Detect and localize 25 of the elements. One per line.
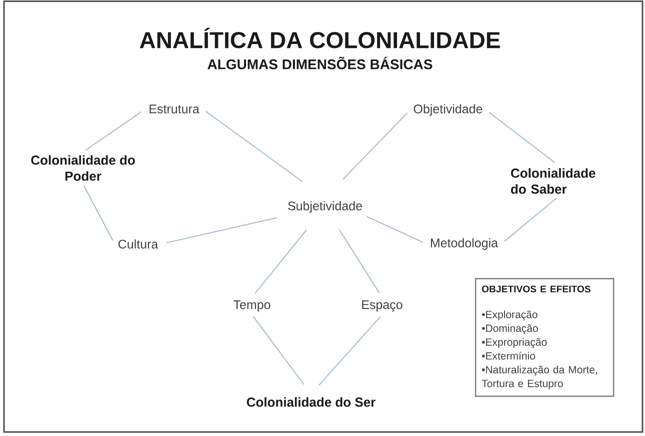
category-label: Colonialidade do Ser xyxy=(246,397,376,407)
connector-line xyxy=(504,198,557,242)
concept-label: Objetividade xyxy=(414,104,482,116)
connector-line xyxy=(252,316,304,385)
connector-line xyxy=(85,111,142,151)
connector-line xyxy=(366,216,424,243)
connector-line xyxy=(488,112,556,164)
subtitle: ALGUMAS DIMENSÕES BÁSICAS xyxy=(208,56,432,70)
connector-line xyxy=(254,230,307,294)
concept-label: Subjetividade xyxy=(288,201,362,213)
connector-line xyxy=(342,112,408,180)
title: ANALÍTICA DA COLONIALIDADE xyxy=(140,28,500,48)
category-label: Colonialidade do Poder xyxy=(31,155,135,181)
info-box: OBJETIVOS E EFEITOS •Exploração •Dominação •Expropriação •Extermínio •Naturalização da Morte, Tortura e Estupro xyxy=(475,278,614,397)
concept-label: Espaço xyxy=(362,300,402,312)
connector-line xyxy=(318,316,382,386)
concept-label: Estrutura xyxy=(150,104,200,114)
concept-label: Metodologia xyxy=(430,238,498,250)
concept-label: Cultura xyxy=(118,239,158,249)
category-label: Colonialidade do Saber xyxy=(511,168,596,194)
connector-line xyxy=(338,229,380,294)
connector-line xyxy=(205,110,303,182)
concept-label: Tempo xyxy=(234,300,270,312)
connector-line xyxy=(83,185,114,241)
connector-line xyxy=(166,217,277,244)
